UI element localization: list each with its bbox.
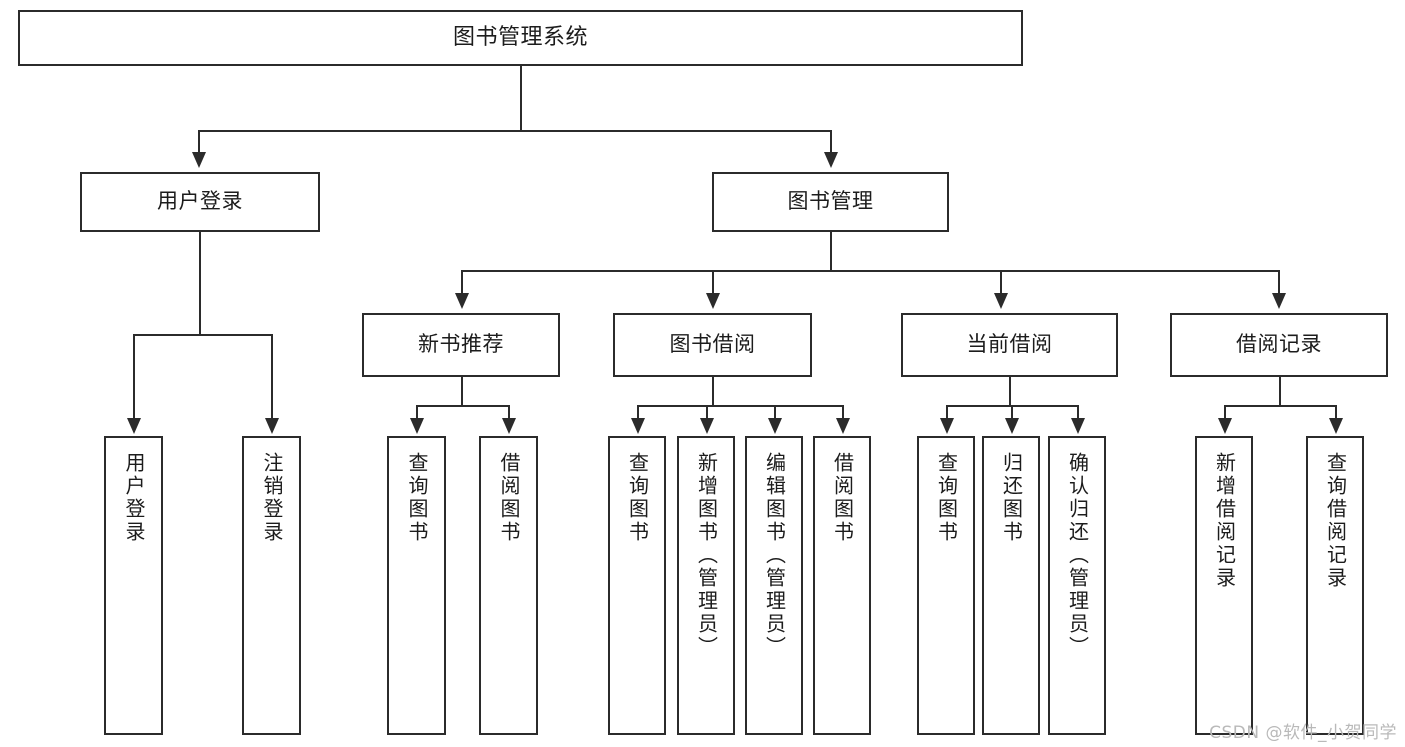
connector-root-stem (520, 66, 522, 131)
node-user-login[interactable]: 用户登录 (80, 172, 320, 232)
arrow-to-new-book-query (410, 418, 424, 434)
connector-book-borrow-drop-4 (842, 405, 844, 420)
connector-book-borrow-drop-2 (706, 405, 708, 420)
node-label: 图书管理系统 (452, 24, 588, 50)
connector-level3-drop-4 (1278, 270, 1280, 295)
arrow-to-cb-confirm (1071, 418, 1085, 434)
connector-user-login-bus (133, 334, 271, 336)
leaf-cb-query[interactable]: 查询图书 (917, 436, 975, 735)
leaf-bb-query[interactable]: 查询图书 (608, 436, 666, 735)
leaf-bb-edit[interactable]: 编辑图书（管理员） (745, 436, 803, 735)
connector-current-borrow-stem (1009, 377, 1011, 407)
node-label: 借阅图书 (830, 452, 855, 544)
connector-level3-drop-2 (712, 270, 714, 295)
connector-book-manage-stem (830, 232, 832, 272)
arrow-to-leaf-user-login (127, 418, 141, 434)
arrow-to-borrow-record (1272, 293, 1286, 309)
connector-new-book-drop-2 (508, 405, 510, 420)
connector-new-book-bus (416, 405, 508, 407)
node-label: 查询图书 (625, 452, 650, 544)
arrow-to-bb-query (631, 418, 645, 434)
arrow-to-bb-add (700, 418, 714, 434)
connector-new-book-stem (461, 377, 463, 407)
arrow-to-br-add (1218, 418, 1232, 434)
connector-book-borrow-drop-3 (774, 405, 776, 420)
node-label: 用户登录 (122, 452, 146, 544)
arrow-to-cb-return (1005, 418, 1019, 434)
arrow-to-new-book (455, 293, 469, 309)
connector-user-login-drop-1 (133, 334, 135, 420)
arrow-to-br-query (1329, 418, 1343, 434)
node-label: 图书管理 (787, 189, 874, 214)
connector-book-borrow-bus (637, 405, 843, 407)
node-label: 查询图书 (405, 452, 429, 544)
connector-level2-drop-1 (198, 130, 200, 154)
arrow-to-current-borrow (994, 293, 1008, 309)
arrow-to-leaf-logout (265, 418, 279, 434)
connector-book-borrow-drop-1 (637, 405, 639, 420)
connector-new-book-drop-1 (416, 405, 418, 420)
arrow-to-user-login (192, 152, 206, 168)
node-new-book-recommend[interactable]: 新书推荐 (362, 313, 560, 377)
arrow-to-cb-query (940, 418, 954, 434)
watermark-text: CSDN @软件_小贺同学 (1209, 723, 1397, 743)
node-label: 借阅记录 (1236, 332, 1322, 357)
connector-level3-drop-1 (461, 270, 463, 295)
connector-level3-bus (461, 270, 1280, 272)
connector-user-login-drop-2 (271, 334, 273, 420)
leaf-br-query[interactable]: 查询借阅记录 (1306, 436, 1364, 735)
leaf-br-add[interactable]: 新增借阅记录 (1195, 436, 1253, 735)
node-label: 查询图书 (934, 452, 959, 544)
node-label: 当前借阅 (966, 332, 1053, 357)
node-label: 新增借阅记录 (1212, 452, 1237, 590)
connector-book-borrow-stem (712, 377, 714, 407)
node-label: 新增图书（管理员） (694, 452, 719, 659)
arrow-to-bb-borrow (836, 418, 850, 434)
connector-current-borrow-drop-1 (946, 405, 948, 420)
node-book-management[interactable]: 图书管理 (712, 172, 949, 232)
leaf-user-login[interactable]: 用户登录 (104, 436, 163, 735)
arrow-to-book-manage (824, 152, 838, 168)
node-current-borrow[interactable]: 当前借阅 (901, 313, 1118, 377)
connector-current-borrow-drop-2 (1011, 405, 1013, 420)
leaf-bb-add[interactable]: 新增图书（管理员） (677, 436, 735, 735)
arrow-to-new-book-borrow (502, 418, 516, 434)
leaf-logout[interactable]: 注销登录 (242, 436, 301, 735)
node-book-borrow[interactable]: 图书借阅 (613, 313, 812, 377)
connector-borrow-record-stem (1279, 377, 1281, 407)
node-label: 用户登录 (157, 189, 243, 214)
node-label: 查询借阅记录 (1323, 452, 1348, 590)
node-label: 注销登录 (260, 452, 284, 544)
node-label: 编辑图书（管理员） (762, 452, 787, 659)
node-label: 图书借阅 (669, 332, 756, 357)
node-label: 确认归还（管理员） (1065, 452, 1090, 659)
connector-borrow-record-bus (1224, 405, 1335, 407)
connector-borrow-record-drop-1 (1224, 405, 1226, 420)
leaf-new-book-query[interactable]: 查询图书 (387, 436, 446, 735)
node-label: 借阅图书 (497, 452, 521, 544)
node-label: 新书推荐 (418, 332, 504, 357)
arrow-to-bb-edit (768, 418, 782, 434)
connector-level2-bus (198, 130, 832, 132)
connector-level2-drop-2 (830, 130, 832, 154)
node-root-system[interactable]: 图书管理系统 (18, 10, 1023, 66)
connector-current-borrow-drop-3 (1077, 405, 1079, 420)
leaf-new-book-borrow[interactable]: 借阅图书 (479, 436, 538, 735)
node-label: 归还图书 (999, 452, 1024, 544)
connector-user-login-stem (199, 232, 201, 336)
connector-level3-drop-3 (1000, 270, 1002, 295)
arrow-to-book-borrow (706, 293, 720, 309)
node-borrow-record[interactable]: 借阅记录 (1170, 313, 1388, 377)
leaf-bb-borrow[interactable]: 借阅图书 (813, 436, 871, 735)
connector-borrow-record-drop-2 (1335, 405, 1337, 420)
leaf-cb-confirm-return[interactable]: 确认归还（管理员） (1048, 436, 1106, 735)
leaf-cb-return[interactable]: 归还图书 (982, 436, 1040, 735)
